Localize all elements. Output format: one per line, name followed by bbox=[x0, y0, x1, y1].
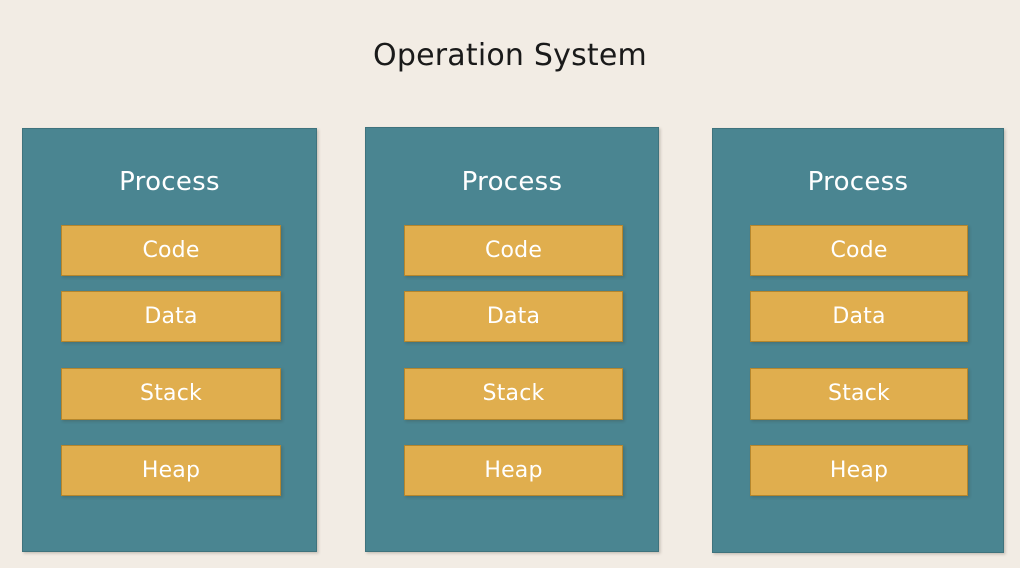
memory-segment-data[interactable]: Data bbox=[61, 291, 281, 342]
segment-label: Stack bbox=[140, 381, 202, 406]
memory-segment-heap[interactable]: Heap bbox=[750, 445, 968, 496]
memory-segment-code[interactable]: Code bbox=[750, 225, 968, 276]
memory-segment-heap[interactable]: Heap bbox=[61, 445, 281, 496]
memory-segment-stack[interactable]: Stack bbox=[61, 368, 281, 420]
memory-segment-stack[interactable]: Stack bbox=[750, 368, 968, 420]
segment-label: Heap bbox=[829, 457, 889, 483]
segment-label: Stack bbox=[828, 381, 890, 406]
memory-segment-data[interactable]: Data bbox=[750, 291, 968, 342]
segment-label: Code bbox=[830, 237, 888, 263]
memory-segment-data[interactable]: Data bbox=[404, 291, 623, 342]
memory-segment-code[interactable]: Code bbox=[404, 225, 623, 276]
segment-label: Code bbox=[142, 237, 200, 263]
segment-label: Data bbox=[486, 303, 541, 329]
segment-label: Heap bbox=[141, 457, 201, 483]
segment-label: Data bbox=[832, 303, 886, 329]
page-title: Operation System bbox=[373, 38, 647, 73]
process-label: Process bbox=[461, 167, 563, 197]
process-label: Process bbox=[807, 167, 909, 197]
segment-label: Code bbox=[484, 237, 543, 263]
segment-label: Heap bbox=[484, 457, 543, 483]
process-label: Process bbox=[119, 167, 220, 197]
memory-segment-stack[interactable]: Stack bbox=[404, 368, 623, 420]
memory-segment-code[interactable]: Code bbox=[61, 225, 281, 276]
segment-label: Stack bbox=[482, 381, 545, 406]
memory-segment-heap[interactable]: Heap bbox=[404, 445, 623, 496]
segment-label: Data bbox=[144, 303, 198, 329]
